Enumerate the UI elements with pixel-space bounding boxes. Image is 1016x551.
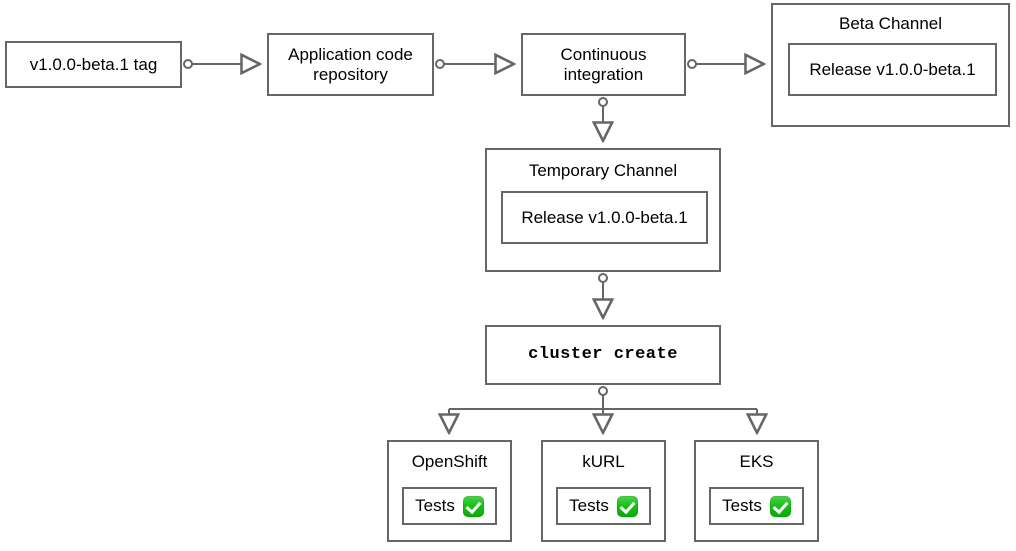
node-target-eks-tests[interactable]: Tests bbox=[709, 487, 804, 525]
node-temporary-channel-release-label: Release v1.0.0-beta.1 bbox=[521, 207, 688, 227]
node-version-tag[interactable]: v1.0.0-beta.1 tag bbox=[5, 41, 182, 88]
edge-ci-to-temporary-channel bbox=[599, 97, 607, 139]
edge-cluster-create-to-targets bbox=[449, 386, 757, 431]
node-cluster-create[interactable]: cluster create bbox=[485, 325, 721, 385]
green-check-icon bbox=[462, 495, 484, 517]
node-temporary-channel-title: Temporary Channel bbox=[528, 161, 678, 180]
node-target-kurl-tests-label: Tests bbox=[569, 496, 609, 516]
green-check-icon bbox=[616, 495, 638, 517]
node-target-eks[interactable]: EKS Tests bbox=[694, 440, 819, 542]
node-target-kurl[interactable]: kURL Tests bbox=[541, 440, 666, 542]
tests-status-row: Tests bbox=[415, 495, 484, 517]
node-beta-channel-release-label: Release v1.0.0-beta.1 bbox=[809, 59, 976, 79]
node-application-code-repository[interactable]: Application code repository bbox=[267, 33, 434, 96]
node-target-eks-tests-label: Tests bbox=[722, 496, 762, 516]
node-version-tag-label: v1.0.0-beta.1 tag bbox=[29, 54, 158, 74]
node-beta-channel-release[interactable]: Release v1.0.0-beta.1 bbox=[788, 43, 997, 96]
node-target-openshift[interactable]: OpenShift Tests bbox=[387, 440, 512, 542]
node-temporary-channel-release[interactable]: Release v1.0.0-beta.1 bbox=[501, 191, 708, 244]
node-target-eks-title: EKS bbox=[739, 452, 774, 471]
node-continuous-integration-label: Continuous integration bbox=[560, 44, 647, 84]
node-target-openshift-title: OpenShift bbox=[411, 452, 488, 471]
node-temporary-channel[interactable]: Temporary Channel Release v1.0.0-beta.1 bbox=[485, 148, 721, 272]
edge-tag-to-repo bbox=[183, 60, 258, 68]
node-continuous-integration[interactable]: Continuous integration bbox=[521, 33, 686, 96]
node-target-kurl-tests[interactable]: Tests bbox=[556, 487, 651, 525]
tests-status-row: Tests bbox=[569, 495, 638, 517]
green-check-icon bbox=[769, 495, 791, 517]
node-target-openshift-tests[interactable]: Tests bbox=[402, 487, 497, 525]
node-target-kurl-title: kURL bbox=[582, 452, 625, 471]
edge-temporary-channel-to-cluster-create bbox=[599, 273, 607, 316]
node-cluster-create-label: cluster create bbox=[528, 345, 678, 365]
tests-status-row: Tests bbox=[722, 495, 791, 517]
node-target-openshift-tests-label: Tests bbox=[415, 496, 455, 516]
node-beta-channel[interactable]: Beta Channel Release v1.0.0-beta.1 bbox=[771, 3, 1010, 127]
node-application-code-repository-label: Application code repository bbox=[288, 44, 413, 84]
edge-repo-to-ci bbox=[435, 60, 512, 68]
node-beta-channel-title: Beta Channel bbox=[838, 14, 943, 33]
edge-ci-to-beta-channel bbox=[687, 60, 762, 68]
